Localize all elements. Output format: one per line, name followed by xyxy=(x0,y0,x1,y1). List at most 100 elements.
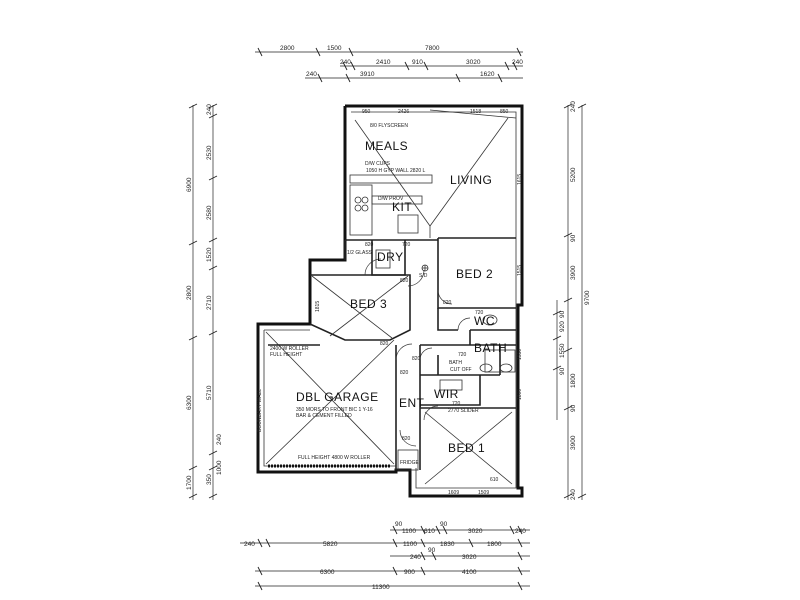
dim-top-7800: 7800 xyxy=(425,45,440,52)
door-dim-6: 720 xyxy=(475,310,484,316)
dim-right-4: 3900 xyxy=(570,435,577,450)
room-label-meals: MEALS xyxy=(365,139,408,153)
note-flyscreen: 8/0 FLYSCREEN xyxy=(370,123,408,129)
dim-bot1-5: 240 xyxy=(515,528,526,535)
dim-top3-2: 1620 xyxy=(480,71,495,78)
dim-top2-3: 3020 xyxy=(466,59,481,66)
dim-bot1-1: 1100 xyxy=(402,528,416,535)
note-full-height: FULL HEIGHT xyxy=(270,352,302,358)
dim-bot1-0: 90 xyxy=(395,521,403,528)
note-bath-bench: BATH xyxy=(449,360,462,366)
note-roller-bottom: FULL HEIGHT 4800 W ROLLER xyxy=(298,455,371,461)
dim-bot5-0: 11300 xyxy=(372,584,390,591)
dim-bot1-4: 3020 xyxy=(468,528,483,535)
dim-left2-7: 350 xyxy=(206,474,213,485)
room-label-bed2: BED 2 xyxy=(456,267,493,281)
bathroom-fixtures xyxy=(439,314,516,391)
room-label-living: LIVING xyxy=(450,173,492,187)
right-dimensions: 5200 3900 9700 1800 3900 240 240 90 90 9… xyxy=(552,101,591,500)
dim-bot2-3: 1830 xyxy=(440,541,455,548)
dim-left-1700: 1700 xyxy=(186,475,193,490)
door-dim-4: 820 xyxy=(380,341,389,347)
note-gyp-wall: 1050 H GYP WALL 2820 L xyxy=(366,168,426,174)
note-roller-top: 2400 W ROLLER xyxy=(270,346,309,352)
interior-walls xyxy=(265,109,517,485)
misc-dim-4: 1515 xyxy=(517,265,523,276)
dim-bot3-2: 3020 xyxy=(462,554,477,561)
note-cut-off: CUT OFF xyxy=(450,367,472,373)
dim-bot4-1: 900 xyxy=(404,569,415,576)
dim-bot2-2: 1100 xyxy=(403,541,417,548)
misc-dim-1: 1609 xyxy=(448,490,459,496)
dim-left2-3: 1520 xyxy=(206,247,213,262)
dim-bot2-1: 5820 xyxy=(323,541,338,548)
dim-left2-4: 2710 xyxy=(206,295,213,310)
dim-left2-8: 1000 xyxy=(216,460,223,475)
room-label-kit: KIT xyxy=(392,200,412,214)
dim-top2-2: 910 xyxy=(412,59,423,66)
dim-right2-2: 90 xyxy=(559,310,566,318)
door-dim-1: 720 xyxy=(402,242,411,248)
note-cupboards: D/W CUPS xyxy=(365,161,391,167)
note-bar-1: 350 MORS TO FRONT BIC 1 Y-16 xyxy=(296,407,373,413)
misc-dim-3: 610 xyxy=(490,477,499,483)
dim-top3-0: 240 xyxy=(306,71,317,78)
door-swings xyxy=(364,258,471,447)
door-dim-7: 720 xyxy=(458,352,467,358)
dim-right-5: 240 xyxy=(570,489,577,500)
dim-right-0: 5200 xyxy=(570,167,577,182)
dim-left-2800: 2800 xyxy=(186,285,193,300)
dim-right2-0: 240 xyxy=(570,101,577,112)
dim-bot3-0: 240 xyxy=(410,554,421,561)
room-label-wc: WC xyxy=(474,314,495,328)
dim-bot4-2: 4100 xyxy=(462,569,477,576)
dim-bot3-1: 90 xyxy=(428,547,436,554)
dim-bot2-4: 1800 xyxy=(487,541,502,548)
door-dim-10: 720 xyxy=(452,401,461,407)
dim-top2-4: 240 xyxy=(512,59,523,66)
dim-right-1: 3900 xyxy=(570,265,577,280)
door-dim-3: 820 xyxy=(443,300,452,306)
misc-dim-7: 1550 xyxy=(517,349,523,360)
kitchen-fixtures xyxy=(349,174,433,272)
dim-left2-0: 240 xyxy=(206,104,213,115)
room-label-garage: DBL GARAGE xyxy=(296,390,379,404)
door-dim-0: 820 xyxy=(365,242,374,248)
room-label-dry: DRY xyxy=(377,250,404,264)
dim-right2-1: 90 xyxy=(570,234,577,242)
door-dim-2: 820 xyxy=(400,278,409,284)
dim-left2-6: 240 xyxy=(216,434,223,445)
room-label-bed1: BED 1 xyxy=(448,441,485,455)
dim-left2-5: 5710 xyxy=(206,385,213,400)
misc-dim-2: 1509 xyxy=(478,490,489,496)
dim-left2-1: 2530 xyxy=(206,145,213,160)
note-boundary-wall: BOUNDARY WALL xyxy=(257,389,263,432)
dim-top2-1: 2410 xyxy=(376,59,391,66)
misc-dim-6: 1800 xyxy=(517,389,523,400)
room-label-wir: WIR xyxy=(434,387,459,401)
dim-bot1-2: 610 xyxy=(424,528,435,535)
left-dimensions: 6900 2800 6300 1700 240 2530 2580 1520 2… xyxy=(186,103,223,500)
note-dw-prov: D/W PROV xyxy=(378,196,404,202)
misc-dim-0: 1815 xyxy=(315,301,321,312)
dim-right2-3: 920 xyxy=(559,321,566,332)
dim-right2-5: 90 xyxy=(559,367,566,375)
dim-top2-0: 240 xyxy=(340,59,351,66)
plan-notes: 8/0 FLYSCREEN D/W CUPS 1050 H GYP WALL 2… xyxy=(257,123,523,496)
dim-top-2800: 2800 xyxy=(280,45,295,52)
dim-bot1-3: 90 xyxy=(440,521,448,528)
bottom-dimensions: 90 1100 610 90 3020 240 240 5820 1100 18… xyxy=(240,521,530,591)
dim-bot2-0: 240 xyxy=(244,541,255,548)
room-label-bed3: BED 3 xyxy=(350,297,387,311)
note-bar-2: BAR & CEMENT FILLED xyxy=(296,413,352,419)
dim-top3-1: 3910 xyxy=(360,71,375,78)
dim-right-2: 9700 xyxy=(584,290,591,305)
door-dim-8: 820 xyxy=(400,370,409,376)
dim-top-1500: 1500 xyxy=(327,45,342,52)
note-half-glass: 1/2 GLASS xyxy=(347,250,373,256)
dim-right2-4: 1550 xyxy=(559,343,566,358)
dim-left-6900: 6900 xyxy=(186,177,193,192)
room-label-ent: ENT xyxy=(399,396,425,410)
dim-left-6300: 6300 xyxy=(186,395,193,410)
note-sd: S/D xyxy=(419,273,428,279)
